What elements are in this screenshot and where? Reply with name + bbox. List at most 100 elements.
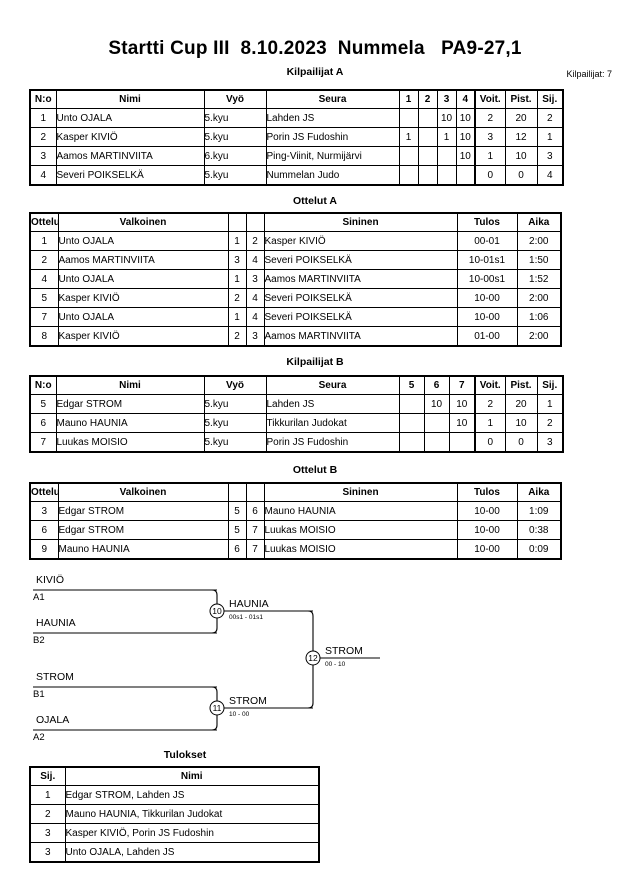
table-row: 7 Unto OJALA 1 4 Severi POIKSELKÄ 10-00 … <box>29 307 562 327</box>
cell-blue: Severi POIKSELKÄ <box>263 250 458 270</box>
cell-time: 1:52 <box>516 269 562 289</box>
cell-white-no: 2 <box>227 288 247 308</box>
table-row: 1 Edgar STROM, Lahden JS <box>29 785 320 805</box>
cell-rank: 2 <box>536 413 564 433</box>
cell-blue: Aamos MARTINVIITA <box>263 269 458 289</box>
cell-opp-7: 10 <box>448 413 476 433</box>
col-name: Nimi <box>64 766 320 786</box>
cell-club: Porin JS Fudoshin <box>265 127 400 147</box>
cell-rank: 1 <box>536 394 564 414</box>
cell-time: 2:00 <box>516 288 562 308</box>
cell-club: Tikkurilan Judokat <box>265 413 400 433</box>
col-no: N:o <box>29 89 57 109</box>
results-header-row: Sij. Nimi <box>29 766 320 786</box>
cell-time: 2:00 <box>516 326 562 347</box>
cell-white-no: 3 <box>227 250 247 270</box>
col-points: Pist. <box>504 89 538 109</box>
col-no: N:o <box>29 375 57 395</box>
cell-belt: 5.kyu <box>203 394 267 414</box>
table-row: 3 Edgar STROM 5 6 Mauno HAUNIA 10-00 1:0… <box>29 501 562 521</box>
cell-time: 0:38 <box>516 520 562 540</box>
cell-match-no: 3 <box>29 501 59 521</box>
cell-rank: 1 <box>29 785 66 805</box>
col-points: Pist. <box>504 375 538 395</box>
cell-opp-1: 1 <box>398 127 419 147</box>
bracket-match-number-11: 11 <box>213 703 222 713</box>
cell-belt: 6.kyu <box>203 146 267 166</box>
col-opp-1: 1 <box>398 89 419 109</box>
col-club: Seura <box>265 375 400 395</box>
table-row: 6 Mauno HAUNIA 5.kyu Tikkurilan Judokat … <box>29 413 564 433</box>
cell-opp-6 <box>423 432 450 453</box>
cell-name: Kasper KIVIÖ <box>55 127 205 147</box>
cell-white: Mauno HAUNIA <box>57 539 229 560</box>
cell-wins: 1 <box>474 413 506 433</box>
matches-b-header-row: Ottelu Valkoinen Sininen Tulos Aika <box>29 482 562 502</box>
cell-blue: Luukas MOISIO <box>263 520 458 540</box>
col-time: Aika <box>516 482 562 502</box>
table-row: 8 Kasper KIVIÖ 2 3 Aamos MARTINVIITA 01-… <box>29 326 562 347</box>
table-row: 4 Unto OJALA 1 3 Aamos MARTINVIITA 10-00… <box>29 269 562 289</box>
cell-points: 20 <box>504 108 538 128</box>
cell-no: 7 <box>29 432 57 453</box>
cell-rank: 3 <box>29 823 66 843</box>
cell-blue: Severi POIKSELKÄ <box>263 288 458 308</box>
cell-match-no: 7 <box>29 307 59 327</box>
cell-rank: 1 <box>536 127 564 147</box>
bracket-match-circle-12 <box>305 650 321 666</box>
col-rank: Sij. <box>29 766 66 786</box>
cell-belt: 5.kyu <box>203 413 267 433</box>
col-wins: Voit. <box>474 375 506 395</box>
cell-blue: Aamos MARTINVIITA <box>263 326 458 347</box>
cell-wins: 2 <box>474 108 506 128</box>
cell-wins: 2 <box>474 394 506 414</box>
cell-opp-6 <box>423 413 450 433</box>
bracket-entry-name-1: KIVIÖ <box>36 574 64 586</box>
matches-b-table: Ottelu Valkoinen Sininen Tulos Aika 3 Ed… <box>29 482 562 560</box>
cell-white: Unto OJALA <box>57 269 229 289</box>
cell-name: Mauno HAUNIA, Tikkurilan Judokat <box>64 804 320 824</box>
cell-white: Unto OJALA <box>57 307 229 327</box>
cell-club: Ping-Viinit, Nurmijärvi <box>265 146 400 166</box>
table-row: 3 Unto OJALA, Lahden JS <box>29 842 320 863</box>
cell-result: 00-01 <box>456 231 518 251</box>
cell-wins: 0 <box>474 432 506 453</box>
col-match-no: Ottelu <box>29 212 59 232</box>
table-row: 2 Mauno HAUNIA, Tikkurilan Judokat <box>29 804 320 824</box>
bracket-connector-bottom <box>211 686 218 731</box>
bracket-entry-seed-4: A2 <box>33 732 45 743</box>
col-name: Nimi <box>55 375 205 395</box>
cell-match-no: 9 <box>29 539 59 560</box>
cell-white-no: 1 <box>227 269 247 289</box>
cell-blue-no: 4 <box>245 250 265 270</box>
cell-blue-no: 4 <box>245 288 265 308</box>
col-opp-7: 7 <box>448 375 476 395</box>
bracket-winner-semi-bottom: STROM <box>229 695 267 707</box>
bracket-match-circle-10 <box>209 603 225 619</box>
caption-pool-a: Kilpailijat A <box>286 66 344 78</box>
bracket-entry-name-4: OJALA <box>36 714 69 726</box>
cell-opp-4: 10 <box>455 146 476 166</box>
cell-blue-no: 7 <box>245 520 265 540</box>
cell-rank: 2 <box>29 804 66 824</box>
cell-match-no: 6 <box>29 520 59 540</box>
cell-result: 10-00 <box>456 288 518 308</box>
cell-club: Lahden JS <box>265 108 400 128</box>
cell-belt: 5.kyu <box>203 165 267 186</box>
table-row: 1 Unto OJALA 1 2 Kasper KIVIÖ 00-01 2:00 <box>29 231 562 251</box>
cell-result: 10-00 <box>456 539 518 560</box>
col-opp-2: 2 <box>417 89 438 109</box>
cell-no: 3 <box>29 146 57 166</box>
cell-blue: Severi POIKSELKÄ <box>263 307 458 327</box>
cell-white-no: 1 <box>227 231 247 251</box>
table-row: 7 Luukas MOISIO 5.kyu Porin JS Fudoshin … <box>29 432 564 453</box>
cell-blue-no: 7 <box>245 539 265 560</box>
cell-white: Kasper KIVIÖ <box>57 288 229 308</box>
matches-a-table: Ottelu Valkoinen Sininen Tulos Aika 1 Un… <box>29 212 562 347</box>
table-row: 6 Edgar STROM 5 7 Luukas MOISIO 10-00 0:… <box>29 520 562 540</box>
cell-opp-1 <box>398 165 419 186</box>
cell-blue-no: 3 <box>245 326 265 347</box>
bracket-connector-top <box>211 589 218 634</box>
caption-results: Tulokset <box>163 749 207 761</box>
cell-name: Aamos MARTINVIITA <box>55 146 205 166</box>
